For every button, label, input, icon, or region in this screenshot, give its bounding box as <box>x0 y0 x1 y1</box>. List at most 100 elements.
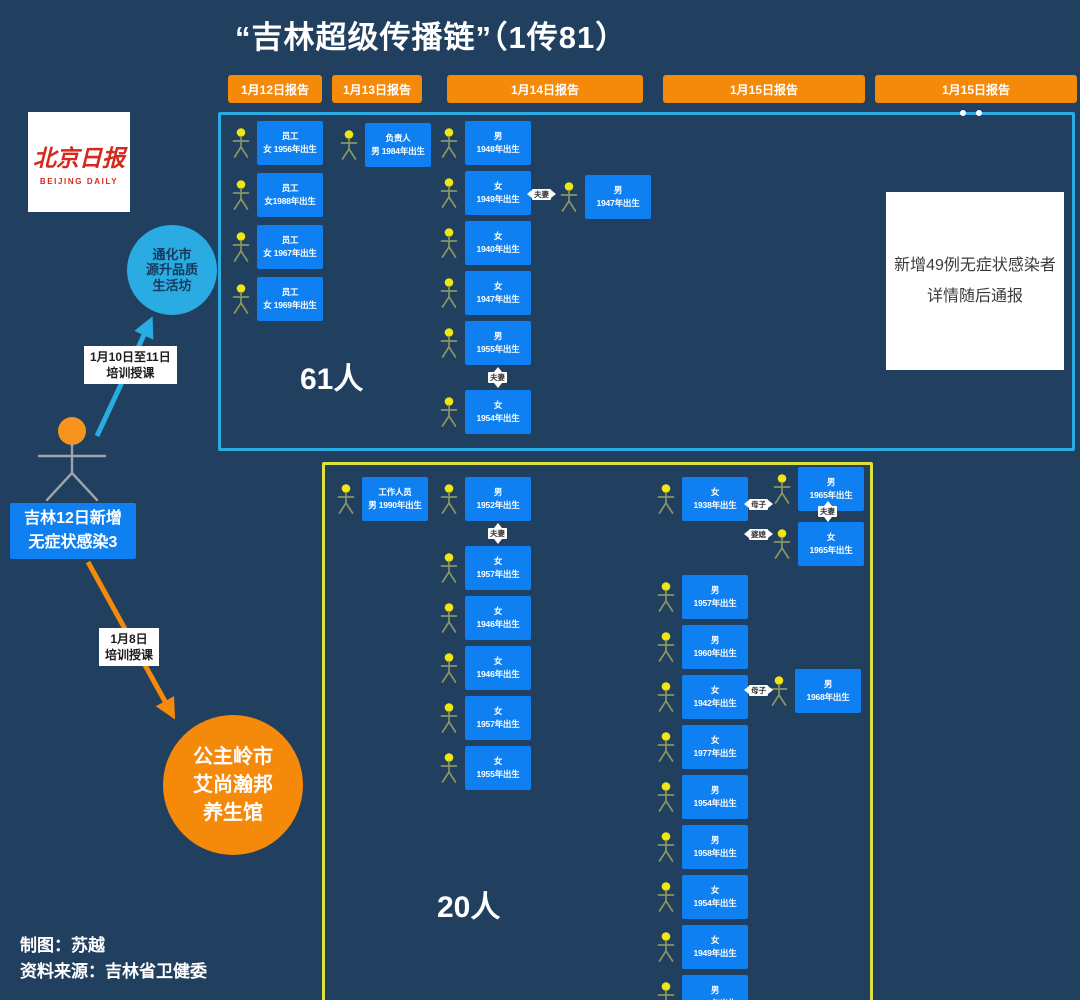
report-button-jan15b[interactable]: 1月15日报告 <box>875 75 1077 103</box>
border-dot <box>976 110 982 116</box>
credit-text: 制图：苏越 <box>20 936 105 955</box>
source-text: 资料来源：吉林省卫健委 <box>20 962 207 982</box>
relation-text: 母子 <box>749 499 768 510</box>
arrow-left-icon <box>744 500 749 509</box>
relation-label-couple: 夫妻 <box>527 189 556 200</box>
note-box: 新增49例无症状感染者 详情随后通报 <box>886 192 1064 370</box>
person-icon <box>657 982 675 1000</box>
relation-text: 婆媳 <box>749 529 768 540</box>
logo-chinese: 北京日报 <box>33 144 125 172</box>
venue-line: 艾尚瀚邦 <box>193 774 273 796</box>
arrow-left-icon <box>744 686 749 695</box>
relation-text: 夫妻 <box>818 506 837 517</box>
relation-label-motherinlaw: 婆媳 <box>744 529 773 540</box>
venue-line: 公主岭市 <box>193 746 273 768</box>
venue-line: 养生馆 <box>203 802 263 824</box>
arrow-left-icon <box>744 530 749 539</box>
edge-line: 1月10日至11日 <box>90 350 171 364</box>
person-icon <box>232 128 250 158</box>
case-label: 员工女1988年出生 <box>257 173 323 217</box>
case-node: 员工女 1969年出生 <box>230 276 323 322</box>
index-case-line: 吉林12日新增 <box>24 510 122 527</box>
person-icon <box>657 582 675 612</box>
case-label: 负责人男 1984年出生 <box>365 123 431 167</box>
person-icon <box>440 178 458 208</box>
venue-line: 生活坊 <box>152 277 192 293</box>
venue-gongzhuling-circle: 公主岭市 艾尚瀚邦 养生馆 <box>163 715 303 855</box>
report-button-jan13[interactable]: 1月13日报告 <box>332 75 422 103</box>
cluster-count-20: 20人 <box>437 891 501 924</box>
person-icon <box>440 552 458 583</box>
person-icon <box>440 228 458 258</box>
worker-column: 工作人员男 1990年出生 <box>335 476 428 522</box>
arrow-right-icon <box>768 530 773 539</box>
beijing-daily-logo: 北京日报 BEIJING DAILY <box>28 112 130 212</box>
person-icon <box>657 682 675 712</box>
arrow-up-icon <box>823 501 832 506</box>
person-icon <box>440 484 458 514</box>
report-button-jan14[interactable]: 1月14日报告 <box>447 75 643 103</box>
case-label: 员工女 1956年出生 <box>257 121 323 165</box>
arrow-left-icon <box>527 190 532 199</box>
person-icon <box>657 882 675 912</box>
cluster-count-61: 61人 <box>300 363 364 396</box>
case-node: 员工女 1967年出生 <box>230 224 323 270</box>
relation-text: 夫妻 <box>488 372 507 383</box>
note-line: 详情随后通报 <box>926 288 1023 305</box>
staff-column: 员工女 1956年出生员工女1988年出生员工女 1967年出生员工女 1969… <box>230 120 323 322</box>
person-icon <box>440 278 458 308</box>
person-icon <box>770 676 788 706</box>
case-node: 工作人员男 1990年出生 <box>335 476 428 522</box>
person-icon <box>232 180 250 210</box>
edge-label-training-jan10-11: 1月10日至11日 培训授课 <box>84 346 177 385</box>
person-icon <box>232 284 250 314</box>
person-icon <box>657 632 675 662</box>
report-button-jan12[interactable]: 1月12日报告 <box>228 75 322 103</box>
report-button-jan15a[interactable]: 1月15日报告 <box>663 75 865 103</box>
person-icon <box>440 752 458 783</box>
index-case-label: 吉林12日新增 无症状感染3 <box>10 503 136 559</box>
arrow-down-icon <box>493 382 502 388</box>
case-label: 男1944年出生 <box>682 975 748 1000</box>
person-icon <box>440 702 458 733</box>
arrow-up-icon <box>493 367 502 372</box>
manager-column: 负责人男 1984年出生 <box>338 122 431 168</box>
venue-line: 源升品质 <box>145 262 198 278</box>
arrow-right-icon <box>768 686 773 695</box>
